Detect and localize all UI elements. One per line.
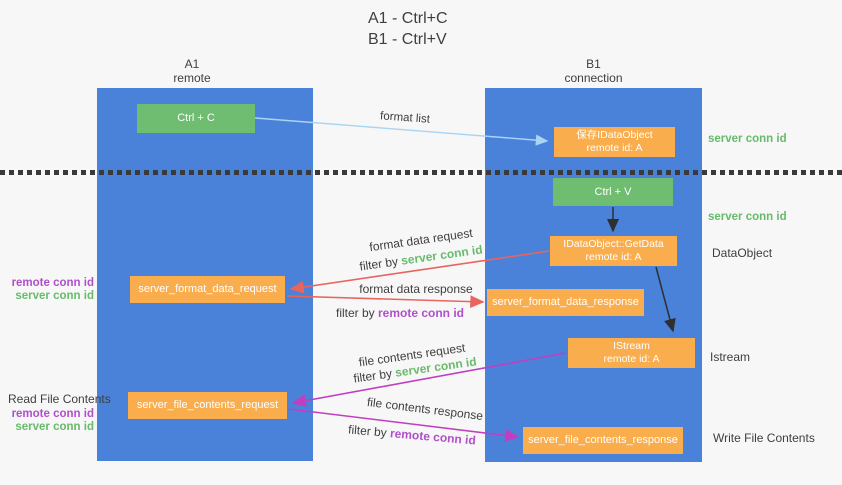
format-data-response-filter-label: filter by remote conn id: [336, 306, 464, 320]
save-dataobject-title: 保存IDataObject: [576, 129, 653, 141]
server-conn-id-label-mid: server conn id: [708, 211, 787, 223]
left-conn-id-group-format: remote conn id server conn id: [0, 277, 94, 303]
lifeline-b1-role: connection: [564, 71, 623, 85]
ctrl-v-node: Ctrl + V: [553, 178, 673, 206]
remote-conn-id-text: remote conn id: [389, 426, 477, 448]
format-data-response-arrow: [286, 295, 485, 309]
server-file-contents-response-node: server_file_contents_response: [523, 427, 683, 454]
server-format-data-request-label: server_format_data_request: [138, 283, 277, 295]
server-format-data-response-node: server_format_data_response: [487, 289, 644, 316]
ctrl-v-label: Ctrl + V: [594, 185, 632, 198]
server-format-data-response-label: server_format_data_response: [492, 296, 639, 308]
read-file-contents-label: Read File Contents: [8, 392, 111, 406]
lifeline-header-a1: A1 remote: [84, 57, 300, 85]
istream-side-label: Istream: [710, 350, 751, 364]
file-contents-response-filter-label: filter by remote conn id: [348, 422, 477, 447]
file-contents-response-label: file contents response: [366, 394, 484, 424]
server-format-data-request-node: server_format_data_request: [130, 276, 285, 303]
save-dataobject-subtitle: remote id: A: [586, 142, 643, 154]
istream-subtitle: remote id: A: [603, 353, 660, 365]
remote-conn-id-label-left-1: remote conn id: [11, 277, 94, 289]
lifeline-b1-name: B1: [586, 57, 601, 71]
server-file-contents-request-node: server_file_contents_request: [128, 392, 287, 419]
server-file-contents-response-label: server_file_contents_response: [528, 434, 678, 446]
save-dataobject-node: 保存IDataObject remote id: A: [554, 127, 675, 157]
lifeline-a1-name: A1: [184, 57, 200, 71]
left-conn-id-group-file: remote conn id server conn id: [0, 408, 94, 434]
getdata-subtitle: remote id: A: [585, 251, 642, 263]
istream-node: IStream remote id: A: [568, 338, 695, 368]
lifeline-a1-role: remote: [173, 71, 211, 85]
filter-by-text: filter by: [335, 306, 378, 320]
write-file-contents-label: Write File Contents: [713, 431, 815, 445]
diagram-title: A1 - Ctrl+C B1 - Ctrl+V: [368, 8, 448, 50]
remote-conn-id-label-left-2: remote conn id: [11, 408, 94, 420]
lifeline-header-b1: B1 connection: [485, 57, 702, 85]
format-data-response-label: format data response: [359, 282, 473, 296]
getdata-node: IDataObject::GetData remote id: A: [550, 236, 677, 266]
title-line-2: B1 - Ctrl+V: [368, 31, 447, 48]
format-list-label: format list: [379, 110, 431, 126]
server-file-contents-request-label: server_file_contents_request: [136, 399, 279, 411]
ctrl-c-label: Ctrl + C: [177, 112, 215, 124]
remote-conn-id-text: remote conn id: [378, 306, 465, 320]
server-conn-id-label-top: server conn id: [708, 133, 787, 145]
server-conn-id-label-left-2: server conn id: [15, 421, 94, 433]
ctrl-c-node: Ctrl + C: [137, 104, 255, 133]
getdata-title: IDataObject::GetData: [563, 238, 664, 250]
istream-title: IStream: [613, 340, 650, 352]
session-divider-dashed-line: [0, 170, 842, 175]
filter-by-text: filter by: [347, 422, 391, 441]
filter-by-text: filter by: [358, 253, 403, 274]
dataobject-label: DataObject: [712, 246, 773, 260]
title-line-1: A1 - Ctrl+C: [368, 10, 448, 27]
server-conn-id-label-left-1: server conn id: [15, 290, 94, 302]
